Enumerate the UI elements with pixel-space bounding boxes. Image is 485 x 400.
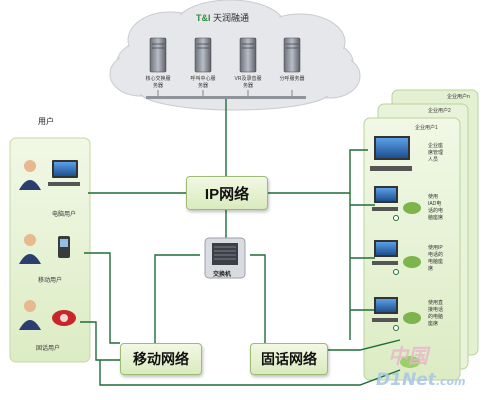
landline-user-label: 固话用户 — [36, 346, 61, 352]
connection-lines — [80, 99, 401, 386]
watermark-top: 中国 — [388, 344, 428, 368]
brand-mark: T&I — [196, 13, 211, 23]
enterprise-row-label: 使用直接电话的电脑座席 — [428, 300, 444, 327]
mobile-user-label: 移动用户 — [38, 278, 63, 284]
ip-seat-icon — [372, 240, 421, 275]
server-bus — [146, 90, 306, 99]
server-rack-icon — [149, 37, 301, 73]
fixed-network-box: 固话网络 — [250, 343, 328, 375]
enterprise-row-label: 使用IP电话的电脑座席 — [428, 245, 444, 272]
enterprise-tab-2: 企业用户2 — [428, 108, 451, 114]
server-label: 呼叫中心服务器 — [190, 76, 216, 89]
direct-seat-icon — [372, 297, 421, 368]
server-label: 分呼服务器 — [279, 76, 305, 82]
brand-name: 天润融通 — [213, 13, 250, 23]
server-label: 核心交换服务器 — [145, 76, 171, 89]
enterprise-panel-stack — [363, 89, 479, 381]
enterprise-row-label: 使用IAD电话的电脑座席 — [428, 194, 444, 221]
switch-label: 交换机 — [213, 272, 232, 278]
brand-logo: T&I 天润融通 — [196, 11, 249, 24]
enterprise-tab-1: 企业用户1 — [415, 125, 438, 131]
watermark-suffix: .com — [435, 375, 466, 388]
switch-icon — [204, 237, 246, 279]
iad-seat-icon — [372, 186, 421, 221]
computer-user-icon — [19, 160, 80, 190]
computer-user-label: 电脑用户 — [52, 212, 77, 218]
watermark-brand: D1Net — [376, 370, 436, 390]
enterprise-row-label: 企业座席管理人员 — [428, 143, 444, 163]
enterprise-manager-icon — [370, 136, 412, 171]
users-title: 用户 — [38, 117, 54, 126]
landline-user-icon — [19, 300, 76, 330]
server-label: VR及录音服务器 — [234, 76, 262, 89]
ip-network-box: IP网络 — [186, 176, 268, 210]
watermark-bottom: D1Net.com — [376, 370, 466, 390]
mobile-user-icon — [19, 234, 70, 264]
enterprise-tab-n: 企业用户n — [447, 94, 470, 100]
mobile-network-box: 移动网络 — [120, 343, 202, 375]
